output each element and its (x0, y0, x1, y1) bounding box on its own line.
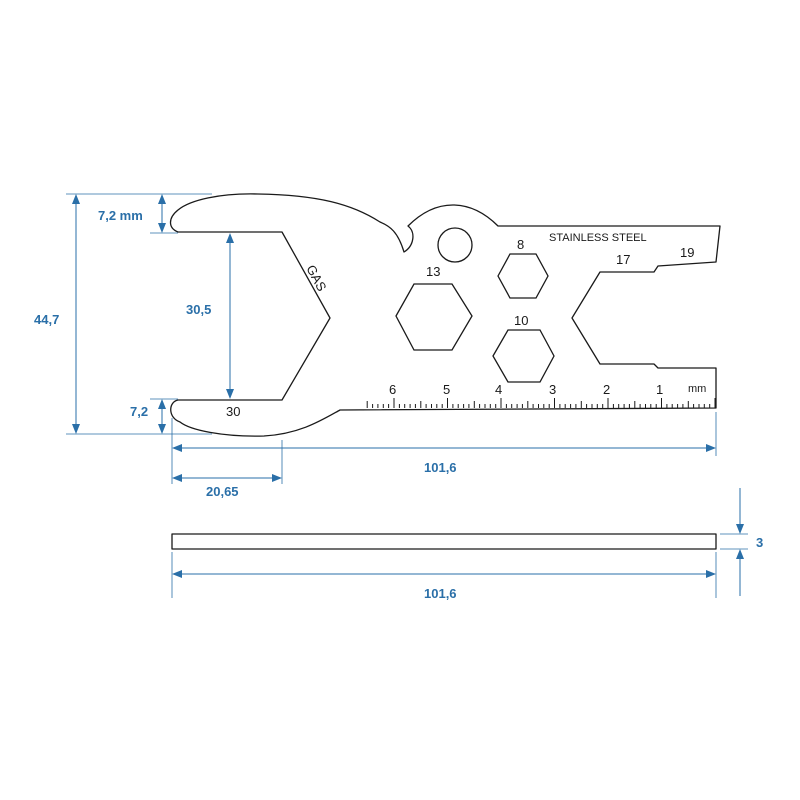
side-view-bar (171, 533, 717, 550)
jaw-opening-value: 30,5 (186, 302, 211, 317)
dimension-jaw-top-thickness: 7,2 mm (98, 194, 178, 234)
ruler-unit-label: mm (688, 383, 706, 395)
length-side-view-value: 101,6 (424, 586, 457, 601)
open-jaw-size-label: 30 (226, 404, 240, 419)
dimension-jaw-opening: 30,5 (186, 233, 234, 399)
hex-8-opening (497, 253, 549, 299)
thickness-value: 3 (756, 535, 763, 550)
material-label: STAINLESS STEEL (549, 232, 647, 244)
hex-13-label: 13 (426, 264, 440, 279)
hex-8-label: 8 (517, 237, 524, 252)
hex-10-opening (492, 329, 555, 383)
ruler-ticks (366, 398, 716, 408)
ruler-number: 2 (603, 382, 610, 397)
dimension-total-height: 44,7 (34, 193, 212, 435)
slot-17-label: 17 (616, 252, 630, 267)
dimension-jaw-bottom-thickness: 7,2 (130, 398, 178, 434)
ruler-number: 1 (656, 382, 663, 397)
ruler-number: 5 (443, 382, 450, 397)
ruler-number: 4 (495, 382, 502, 397)
jaw-top-thickness-value: 7,2 mm (98, 208, 143, 223)
dimension-length-side-view: 101,6 (171, 552, 717, 601)
ruler-number: 3 (549, 382, 556, 397)
jaw-depth-value: 20,65 (206, 484, 239, 499)
length-top-view-value: 101,6 (424, 460, 457, 475)
dimension-length-top-view: 101,6 (171, 412, 717, 484)
dimension-jaw-depth: 20,65 (172, 440, 283, 499)
hex-13-opening (395, 283, 473, 351)
round-hole (437, 227, 473, 263)
dimension-thickness: 3 (720, 488, 763, 596)
total-height-value: 44,7 (34, 312, 59, 327)
ruler-number: 6 (389, 382, 396, 397)
hex-10-label: 10 (514, 313, 528, 328)
slot-19-label: 19 (680, 245, 694, 260)
jaw-bottom-thickness-value: 7,2 (130, 404, 148, 419)
ruler-numbers: 6 5 4 3 2 1 (389, 382, 663, 397)
